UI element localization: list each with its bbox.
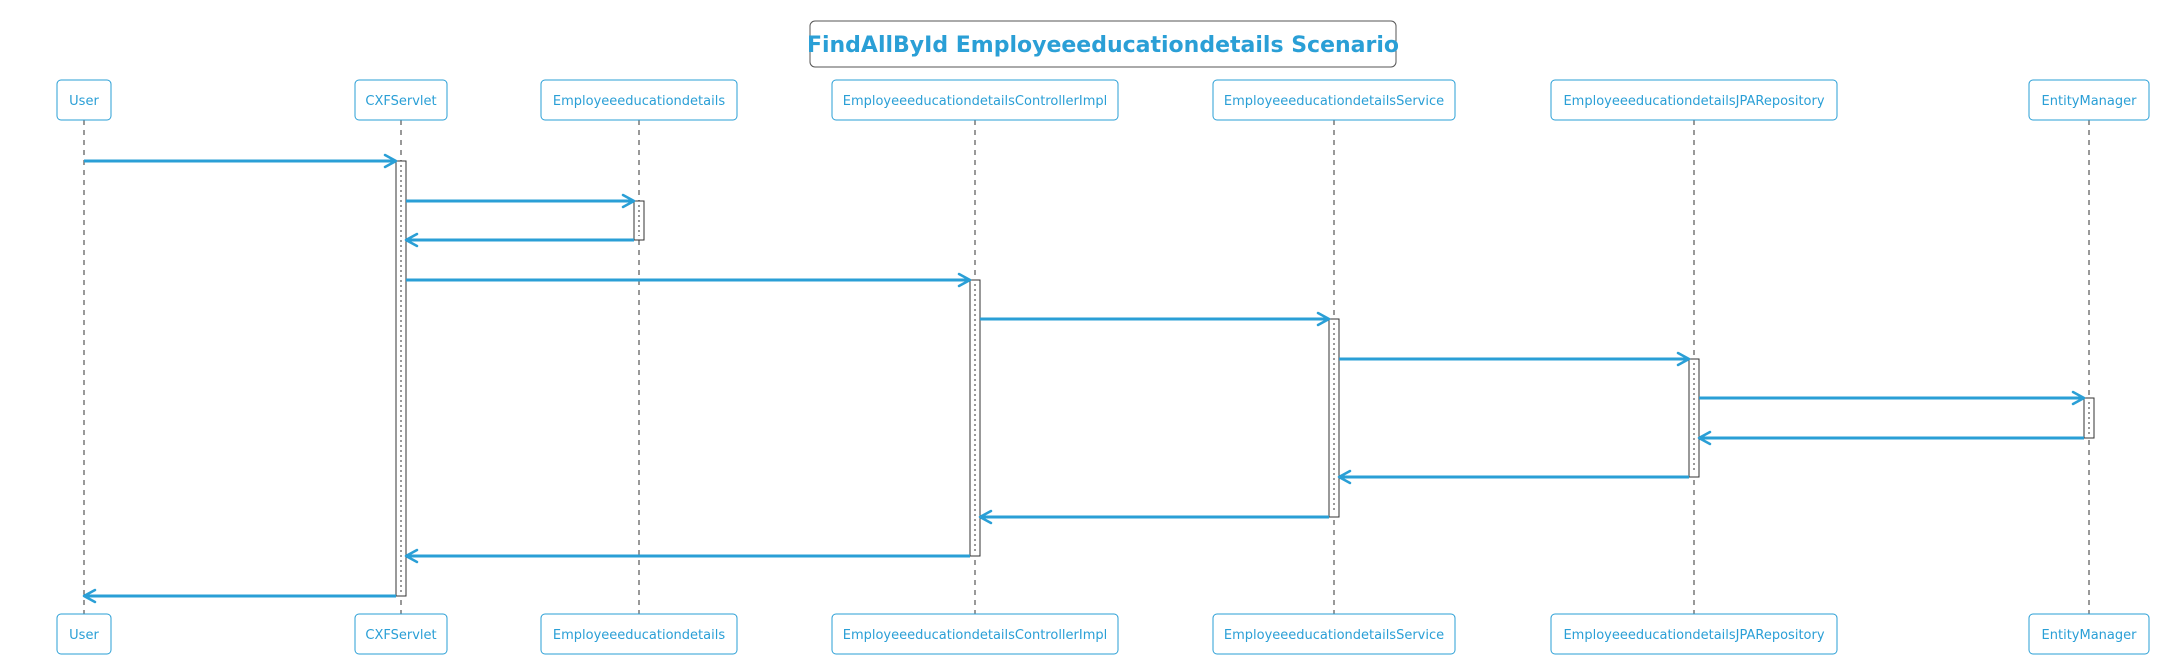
participant-bottom-cxfservlet: CXFServlet [354,613,448,655]
participant-box [1212,613,1456,655]
participant-box [354,613,448,655]
participant-label: CXFServlet [365,628,436,643]
title-box [809,20,1397,68]
participant-label: Employeeeducationdetails [553,628,725,643]
participant-label: EmployeeeducationdetailsControllerImpl [843,628,1108,643]
participant-label: Employeeeducationdetails [553,94,725,109]
participant-box [1550,79,1838,121]
participant-box [540,613,738,655]
participant-bottom-employeeeducationdetails: Employeeeducationdetails [540,613,738,655]
participant-label: CXFServlet [365,94,436,109]
arrowhead [957,272,972,288]
participant-top-entitymanager: EntityManager [2028,79,2150,121]
participant-label: EntityManager [2042,628,2138,643]
participant-top-employeeeducationdetailscontrollerimpl: EmployeeeducationdetailsControllerImpl [831,79,1119,121]
participants-bottom: User CXFServlet Employeeeducationdetails Em… [56,613,2150,655]
arrowhead [1676,351,1691,367]
message-arrow-12 [82,588,396,604]
participant-bottom-entitymanager: EntityManager [2028,613,2150,655]
participant-label: EntityManager [2042,94,2138,109]
participant-bottom-user: User [56,613,112,655]
participant-label: EmployeeeducationdetailsJPARepository [1563,94,1824,109]
title-text: FindAllById Employeeeducationdetails Sce… [807,33,1399,58]
participant-label: EmployeeeducationdetailsService [1224,94,1444,109]
activation-cxfservlet [395,160,407,597]
participant-box [56,79,112,121]
activation-entitymanager [2083,397,2095,439]
participant-label: EmployeeeducationdetailsControllerImpl [843,94,1108,109]
participant-top-user: User [56,79,112,121]
arrowhead [978,509,993,525]
messages [82,153,2086,604]
activation-employeeeducationdetailscontrollerimpl [969,279,981,557]
message-arrow-5 [980,311,1331,327]
activation-employeeeducationdetailsservice [1328,318,1340,518]
participant-label: User [69,628,99,643]
participant-top-cxfservlet: CXFServlet [354,79,448,121]
activation-employeeeducationdetails [633,200,645,241]
participant-label: EmployeeeducationdetailsService [1224,628,1444,643]
participant-box [831,613,1119,655]
participants-top: User CXFServlet Employeeeducationdetails Em… [56,79,2150,121]
participant-bottom-employeeeducationdetailscontrollerimpl: EmployeeeducationdetailsControllerImpl [831,613,1119,655]
message-arrow-2 [406,193,636,209]
participant-label: EmployeeeducationdetailsJPARepository [1563,628,1824,643]
arrowhead [621,193,636,209]
activation-bars [395,160,2095,597]
message-arrow-1 [84,153,398,169]
participant-box [831,79,1119,121]
arrowhead [1337,469,1352,485]
arrowhead [404,548,419,564]
arrowhead [1697,430,1712,446]
participant-bottom-employeeeducationdetailsjparepository: EmployeeeducationdetailsJPARepository [1550,613,1838,655]
activation-employeeeducationdetailsjparepository [1688,358,1700,478]
participant-bottom-employeeeducationdetailsservice: EmployeeeducationdetailsService [1212,613,1456,655]
participant-top-employeeeducationdetailsjparepository: EmployeeeducationdetailsJPARepository [1550,79,1838,121]
message-arrow-7 [1699,390,2086,406]
participant-box [2028,613,2150,655]
message-arrow-11 [404,548,970,564]
message-arrow-4 [406,272,972,288]
message-arrow-10 [978,509,1329,525]
participant-top-employeeeducationdetailsservice: EmployeeeducationdetailsService [1212,79,1456,121]
activation-bar [395,160,407,597]
message-arrow-9 [1337,469,1689,485]
activation-bar [969,279,981,557]
diagram-title: FindAllById Employeeeducationdetails Sce… [807,20,1399,68]
message-arrow-8 [1697,430,2084,446]
arrowhead [2071,390,2086,406]
participant-box [540,79,738,121]
message-arrow-3 [404,232,634,248]
participant-box [1550,613,1838,655]
arrowhead [404,232,419,248]
participant-box [1212,79,1456,121]
message-arrow-6 [1339,351,1691,367]
lifelines [83,120,2090,614]
arrowhead [82,588,97,604]
participant-box [2028,79,2150,121]
participant-top-employeeeducationdetails: Employeeeducationdetails [540,79,738,121]
arrowhead [1316,311,1331,327]
participant-box [56,613,112,655]
participant-label: User [69,94,99,109]
participant-box [354,79,448,121]
arrowhead [383,153,398,169]
